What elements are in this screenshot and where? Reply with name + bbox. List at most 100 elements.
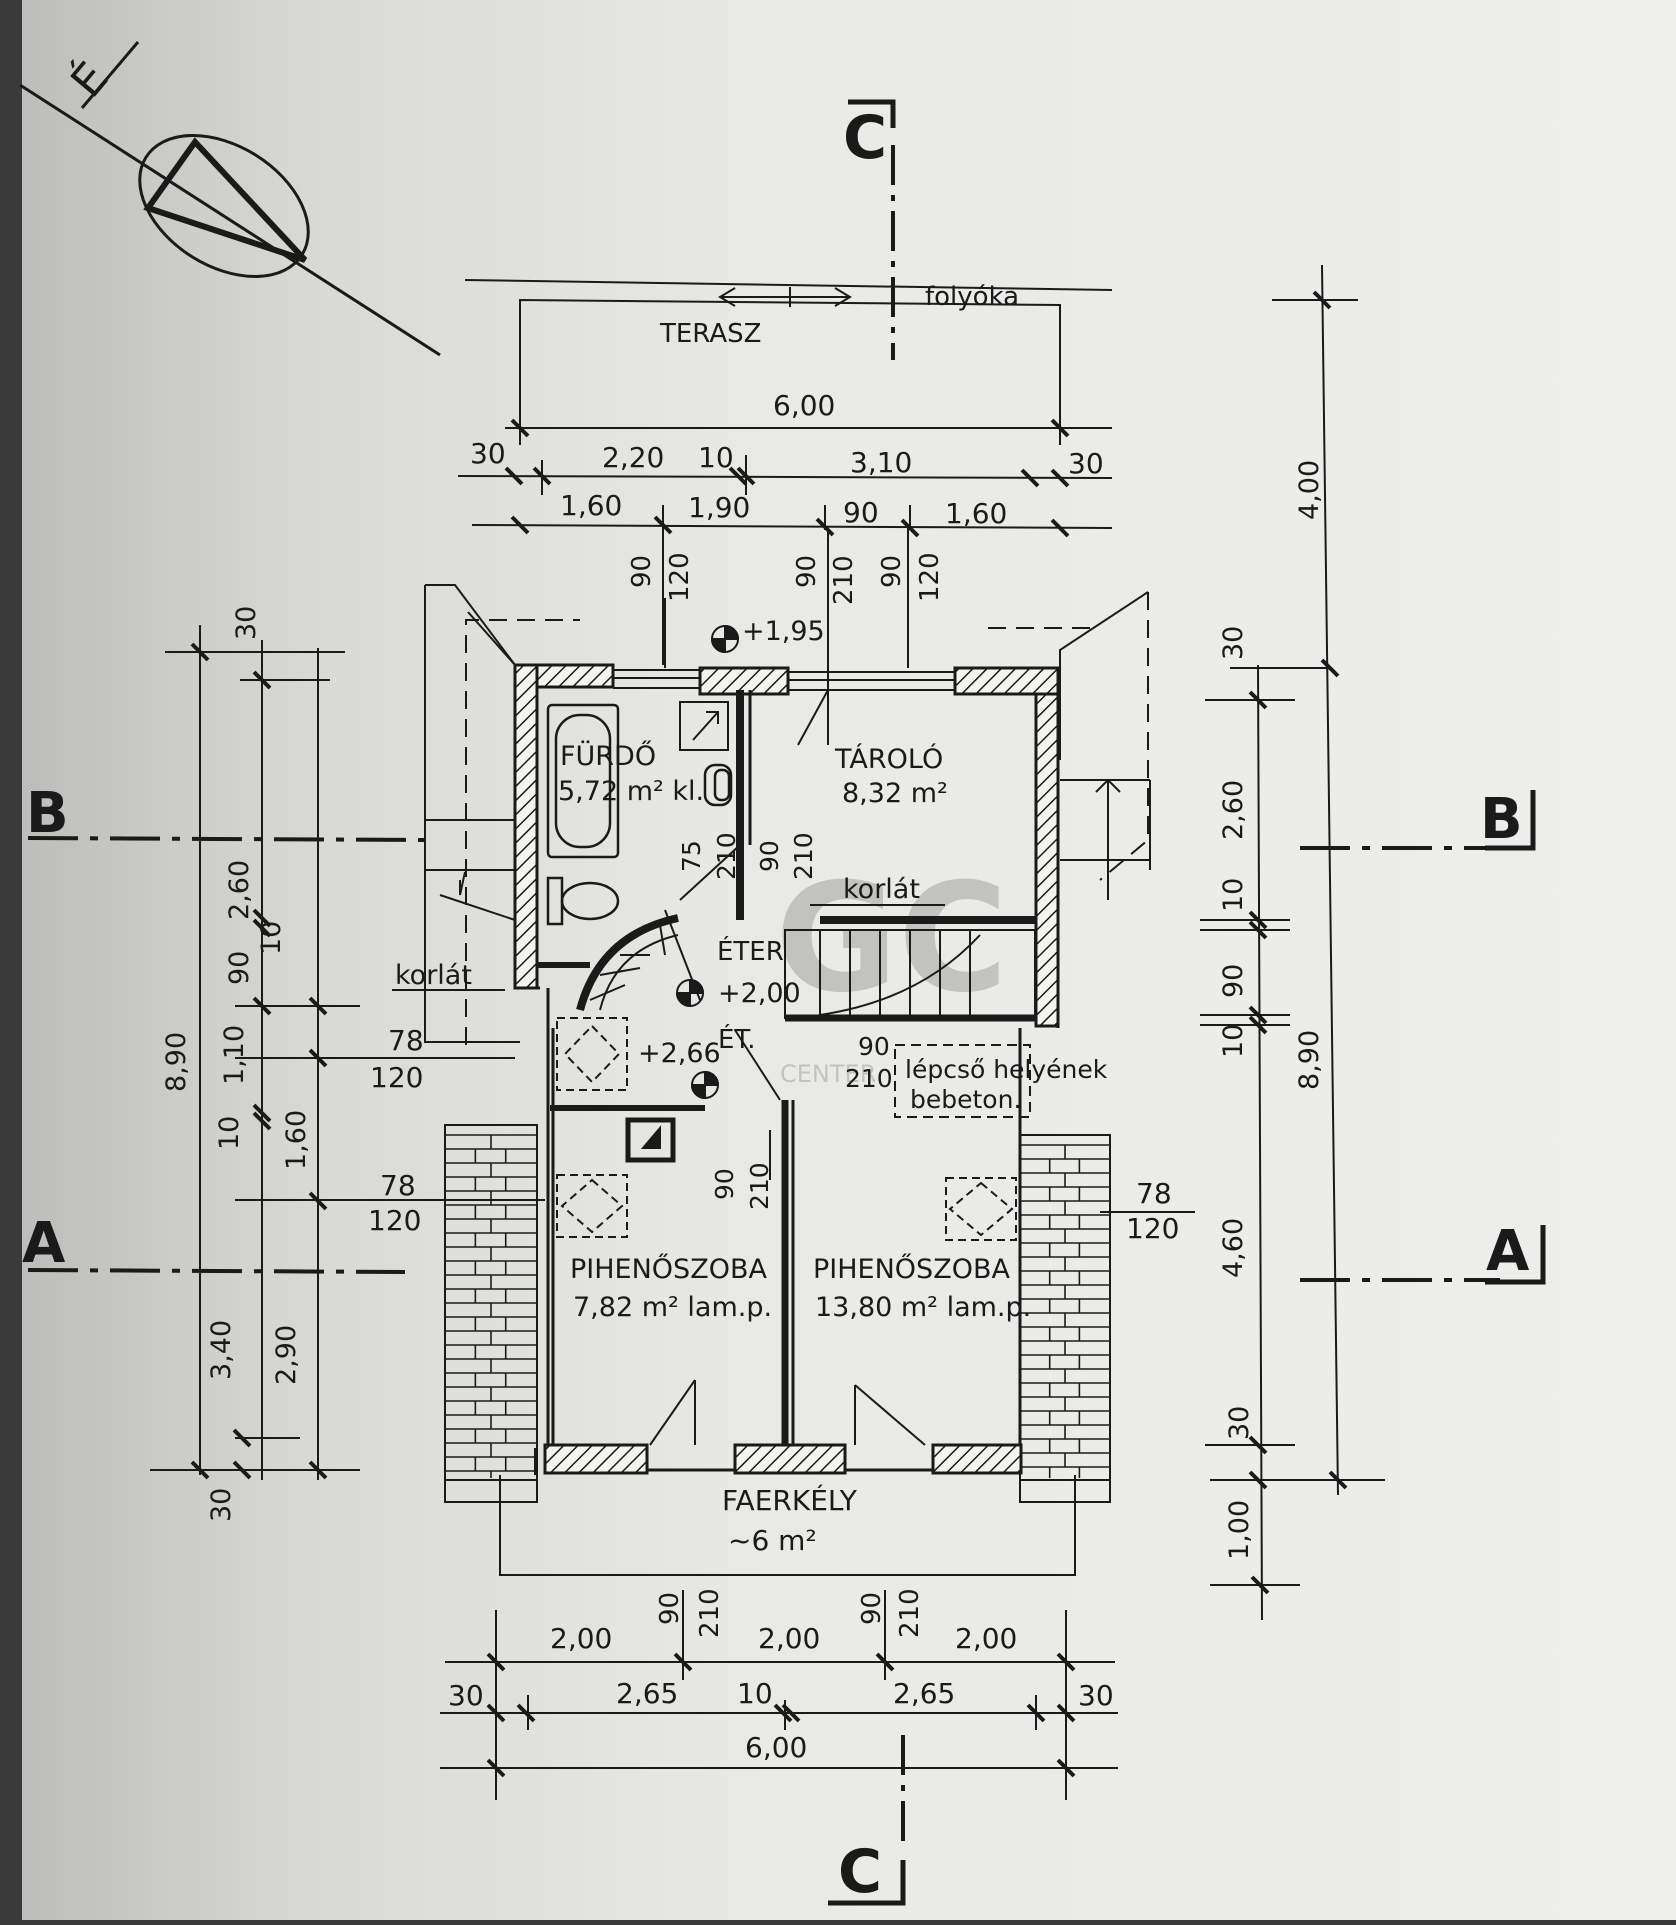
section-label-b-left: B — [26, 781, 69, 846]
stair-infill-1: lépcső helyének — [905, 1055, 1108, 1084]
top-r3-a: 1,60 — [560, 489, 622, 522]
watermark-mark: GC — [775, 852, 1008, 1026]
storage-area: 8,32 m² — [842, 778, 948, 809]
int-90c: 90 — [710, 1168, 739, 1200]
section-line-b — [27, 790, 1536, 851]
brick-courses-left — [445, 1134, 537, 1478]
right-30b: 30 — [1224, 1406, 1255, 1440]
side-stairs-left — [424, 584, 520, 1043]
brick-courses-right — [1020, 1144, 1110, 1478]
et-label: ÉT. — [718, 1023, 756, 1055]
right-460: 4,60 — [1218, 1218, 1249, 1278]
section-label-a-left: A — [22, 1211, 66, 1276]
right-10: 10 — [1218, 878, 1249, 912]
hatched-walls — [513, 663, 1060, 1475]
roof-outline — [465, 592, 1149, 1045]
section-label-c-top: C — [843, 103, 887, 173]
top-r2-a: 30 — [470, 437, 506, 470]
top-w2-b: 210 — [829, 555, 859, 605]
watermark-word: CENTER — [780, 1060, 876, 1088]
watermark-logo: GC CENTER — [775, 852, 1008, 1088]
section-line-a — [27, 1225, 1546, 1285]
railing-right: korlát — [843, 874, 920, 905]
bot-r2-b: 2,65 — [616, 1677, 678, 1710]
right-260: 2,60 — [1218, 780, 1249, 840]
top-r2-b: 2,20 — [602, 441, 664, 474]
dimension-lines-bottom — [440, 1590, 1118, 1800]
top-w3-b: 120 — [915, 552, 945, 602]
int-210d: 210 — [745, 1162, 774, 1210]
left-260: 2,60 — [224, 860, 255, 920]
bot-r2-a: 30 — [448, 1679, 484, 1712]
int-210c: 210 — [845, 1064, 893, 1093]
right-90: 90 — [1218, 964, 1249, 998]
room1-area: 7,82 m² lam.p. — [573, 1292, 772, 1323]
int-75: 75 — [677, 840, 706, 872]
right-w-b: 120 — [1126, 1212, 1179, 1245]
left-290: 2,90 — [271, 1325, 302, 1385]
section-label-a-right: A — [1486, 1219, 1530, 1284]
terrace — [464, 279, 1113, 415]
gutter-label: folyóka — [925, 282, 1019, 312]
bathtub-icon — [546, 703, 620, 859]
spiral-stair — [576, 914, 679, 1012]
bot-r1-a: 2,00 — [550, 1622, 612, 1655]
roof-window-icons — [556, 1017, 1017, 1241]
top-r3-b: 1,90 — [688, 491, 750, 524]
room2-area: 13,80 m² lam.p. — [815, 1292, 1031, 1323]
bath-area: 5,72 m² kl. — [558, 776, 704, 807]
level-266: +2,66 — [638, 1038, 721, 1069]
side-stairs-right — [1059, 591, 1151, 900]
left-160: 1,60 — [281, 1110, 312, 1170]
bot-r2-c: 10 — [737, 1677, 773, 1710]
window-top-storage — [788, 671, 955, 691]
left-10b: 10 — [214, 1116, 245, 1150]
left-w1-b: 120 — [370, 1061, 423, 1094]
bath-name: FÜRDŐ — [560, 740, 656, 772]
right-10b: 10 — [1218, 1024, 1249, 1058]
left-w2-b: 120 — [368, 1204, 421, 1237]
level-200: +2,00 — [718, 978, 801, 1009]
level-marker-icons — [675, 624, 740, 1100]
dimension-lines-left — [150, 625, 545, 1480]
bottom-door-dims: 90 210 90 210 — [655, 1588, 925, 1638]
int-210a: 210 — [712, 832, 741, 880]
toilet-icon — [546, 876, 620, 926]
left-w2-a: 78 — [380, 1169, 416, 1202]
dining-label: ÉTER — [717, 935, 784, 967]
top-r3-c: 90 — [843, 496, 879, 529]
bot-d2-a: 90 — [857, 1592, 887, 1625]
left-30-bot: 30 — [206, 1488, 237, 1522]
level-195: +1,95 — [742, 616, 825, 647]
balcony-label: FAERKÉLY — [722, 1483, 858, 1517]
window-top-bath — [613, 669, 700, 689]
bot-d2-b: 210 — [895, 1588, 925, 1638]
interior-dims: 75 210 90 210 90 210 90 210 — [677, 832, 893, 1210]
top-w2-a: 90 — [792, 555, 822, 588]
left-10: 10 — [256, 921, 287, 955]
left-30-top: 30 — [231, 606, 262, 640]
straight-stair — [784, 904, 1036, 1019]
top-r2-e: 30 — [1068, 447, 1104, 480]
section-label-c-bottom: C — [838, 1837, 882, 1907]
balcony-area: ~6 m² — [728, 1524, 817, 1557]
int-90b: 90 — [858, 1032, 890, 1061]
dimension-lines-right — [1100, 264, 1385, 1621]
right-total: 8,90 — [1294, 1030, 1325, 1090]
chimney-icon — [625, 701, 729, 1163]
top-w3-a: 90 — [877, 555, 907, 588]
stair-infill-2: bebeton. — [910, 1085, 1021, 1114]
bot-r2-d: 2,65 — [893, 1677, 955, 1710]
bot-r1-b: 2,00 — [758, 1622, 820, 1655]
left-110: 1,10 — [219, 1025, 250, 1085]
left-340: 3,40 — [206, 1320, 237, 1380]
bot-total: 6,00 — [745, 1731, 807, 1764]
top-r2-c: 10 — [698, 441, 734, 474]
right-w-a: 78 — [1136, 1177, 1172, 1210]
terrace-label: TERASZ — [659, 319, 761, 349]
storage-name: TÁROLÓ — [834, 743, 943, 775]
left-total: 8,90 — [161, 1032, 192, 1092]
railing-left: korlát — [395, 960, 472, 991]
